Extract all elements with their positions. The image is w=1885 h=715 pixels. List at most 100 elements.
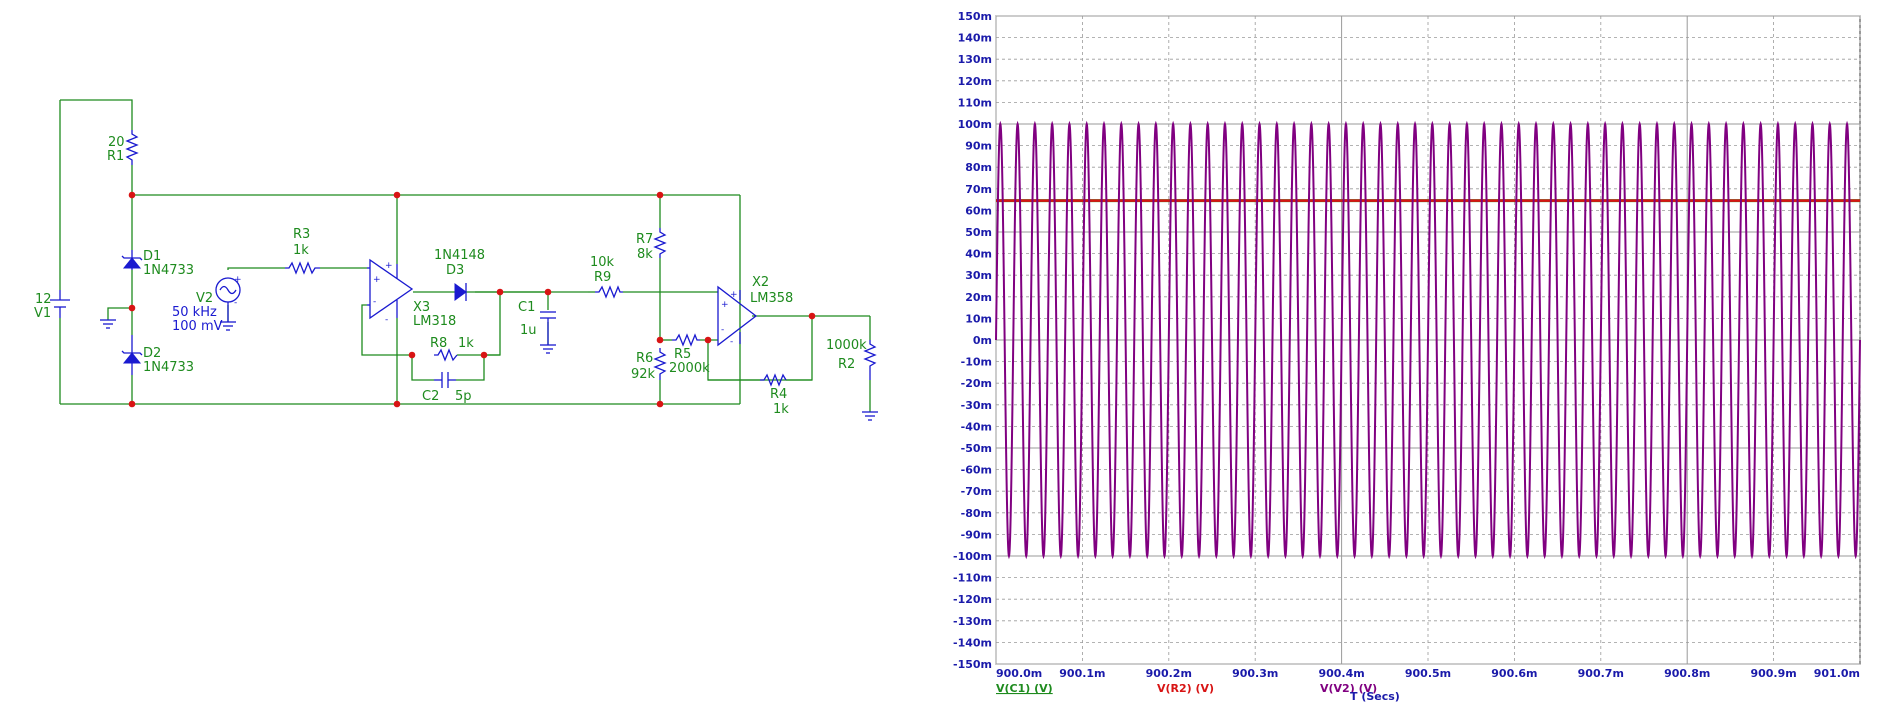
x3-model: LM318 bbox=[413, 314, 456, 329]
svg-text:+: + bbox=[234, 275, 242, 285]
legend-entry[interactable]: V(C1) (V) bbox=[996, 682, 1053, 695]
y-axis-ticks: 150m140m130m120m110m100m90m80m70m60m50m4… bbox=[953, 10, 992, 671]
y-tick-label: 20m bbox=[965, 291, 992, 304]
r6-name: R6 bbox=[636, 351, 653, 366]
y-tick-label: 150m bbox=[958, 10, 992, 23]
y-tick-label: 120m bbox=[958, 75, 992, 88]
r8-name: R8 bbox=[430, 336, 447, 351]
d2-name: D2 bbox=[143, 346, 161, 361]
resistor-r5[interactable]: R5 2000k bbox=[669, 333, 710, 376]
y-tick-label: -10m bbox=[961, 356, 992, 369]
r7-value: 8k bbox=[637, 247, 653, 262]
y-tick-label: 140m bbox=[958, 32, 992, 45]
y-tick-label: -60m bbox=[961, 464, 992, 477]
r1-value: 20 bbox=[108, 135, 125, 150]
x-tick-label: 900.5m bbox=[1405, 667, 1451, 680]
y-tick-label: -120m bbox=[953, 593, 992, 606]
c2-name: C2 bbox=[422, 389, 439, 404]
y-tick-label: -90m bbox=[961, 528, 992, 541]
y-tick-label: -140m bbox=[953, 636, 992, 649]
c2-value: 5p bbox=[455, 389, 472, 404]
x-axis-label: T (Secs) bbox=[1350, 690, 1400, 703]
zener-d2[interactable]: D2 1N4733 bbox=[121, 335, 194, 375]
y-tick-label: 50m bbox=[965, 226, 992, 239]
x-tick-label: 901.0m bbox=[1814, 667, 1860, 680]
d1-name: D1 bbox=[143, 249, 161, 264]
y-tick-label: 40m bbox=[965, 248, 992, 261]
resistor-r3[interactable]: R3 1k bbox=[285, 227, 320, 275]
y-tick-label: 90m bbox=[965, 140, 992, 153]
d3-name: D3 bbox=[446, 263, 464, 278]
trace-v-v2 bbox=[995, 120, 1861, 560]
battery-v1[interactable]: 12 V1 bbox=[34, 290, 70, 321]
capacitor-c1[interactable]: C1 1u bbox=[518, 300, 556, 354]
svg-text:-: - bbox=[730, 337, 733, 347]
resistor-r4[interactable]: R4 1k bbox=[760, 373, 789, 417]
ac-source-v2[interactable]: + - V2 50 kHz 100 mV bbox=[172, 275, 242, 334]
opamp-x3[interactable]: + - + - X3 LM318 bbox=[367, 258, 456, 329]
x-tick-label: 900.0m bbox=[996, 667, 1042, 680]
legend-entry[interactable]: V(V2) (V) bbox=[1320, 682, 1377, 695]
r5-value: 2000k bbox=[669, 361, 710, 376]
y-tick-label: 100m bbox=[958, 118, 992, 131]
legend-entry[interactable]: V(R2) (V) bbox=[1157, 682, 1214, 695]
y-tick-label: 30m bbox=[965, 269, 992, 282]
y-tick-label: 130m bbox=[958, 53, 992, 66]
y-tick-label: 60m bbox=[965, 204, 992, 217]
y-tick-label: 110m bbox=[958, 96, 992, 109]
plot-legend[interactable]: V(C1) (V) V(R2) (V) V(V2) (V) bbox=[996, 682, 1377, 695]
d2-model: 1N4733 bbox=[143, 360, 194, 375]
y-tick-label: -110m bbox=[953, 572, 992, 585]
svg-text:+: + bbox=[373, 275, 381, 285]
y-tick-label: -80m bbox=[961, 507, 992, 520]
svg-text:-: - bbox=[234, 298, 237, 308]
y-tick-label: -100m bbox=[953, 550, 992, 563]
junction-dots bbox=[128, 191, 816, 408]
y-tick-label: 10m bbox=[965, 312, 992, 325]
svg-text:+: + bbox=[385, 261, 393, 271]
r8-value: 1k bbox=[458, 336, 474, 351]
resistor-r1[interactable]: 20 R1 bbox=[107, 130, 139, 165]
r7-name: R7 bbox=[636, 232, 653, 247]
x-tick-label: 900.3m bbox=[1232, 667, 1278, 680]
v1-name: V1 bbox=[34, 306, 51, 321]
y-tick-label: -130m bbox=[953, 615, 992, 628]
resistor-r6[interactable]: R6 92k bbox=[631, 348, 667, 382]
resistor-r7[interactable]: R7 8k bbox=[636, 228, 667, 262]
x2-name: X2 bbox=[752, 275, 769, 290]
capacitor-c2[interactable]: C2 5p bbox=[422, 372, 472, 404]
x-tick-label: 900.7m bbox=[1578, 667, 1624, 680]
r1-name: R1 bbox=[107, 149, 124, 164]
y-tick-label: -70m bbox=[961, 485, 992, 498]
y-tick-label: 0m bbox=[973, 334, 992, 347]
y-tick-label: -30m bbox=[961, 399, 992, 412]
x2-model: LM358 bbox=[750, 291, 793, 306]
zener-d1[interactable]: D1 1N4733 bbox=[121, 249, 194, 278]
d3-model: 1N4148 bbox=[434, 248, 485, 263]
r3-value: 1k bbox=[293, 243, 309, 258]
resistor-r8[interactable]: R8 1k bbox=[430, 336, 474, 362]
v2-name: V2 bbox=[196, 291, 213, 306]
v2-amplitude: 100 mV bbox=[172, 319, 223, 334]
r2-name: R2 bbox=[838, 357, 855, 372]
diode-d3[interactable]: 1N4148 D3 bbox=[434, 248, 485, 301]
x-tick-label: 900.8m bbox=[1664, 667, 1710, 680]
resistor-r9[interactable]: 10k R9 bbox=[590, 255, 623, 299]
r3-name: R3 bbox=[293, 227, 310, 242]
opamp-x2[interactable]: + - + - X2 LM358 bbox=[717, 275, 793, 347]
r4-name: R4 bbox=[770, 387, 787, 402]
resistor-r2[interactable]: 1000k R2 bbox=[826, 338, 877, 380]
x-tick-label: 900.6m bbox=[1491, 667, 1537, 680]
x-tick-label: 900.1m bbox=[1059, 667, 1105, 680]
transient-plot[interactable]: 150m140m130m120m110m100m90m80m70m60m50m4… bbox=[953, 10, 1861, 703]
circuit-schematic[interactable]: 20 R1 12 V1 D1 1N4733 D2 1 bbox=[34, 99, 878, 421]
svg-text:-: - bbox=[721, 325, 724, 335]
x-tick-label: 900.9m bbox=[1750, 667, 1796, 680]
r6-value: 92k bbox=[631, 367, 656, 382]
plot-traces bbox=[995, 120, 1861, 560]
v1-value: 12 bbox=[35, 292, 52, 307]
y-tick-label: 80m bbox=[965, 161, 992, 174]
svg-text:+: + bbox=[721, 300, 729, 310]
